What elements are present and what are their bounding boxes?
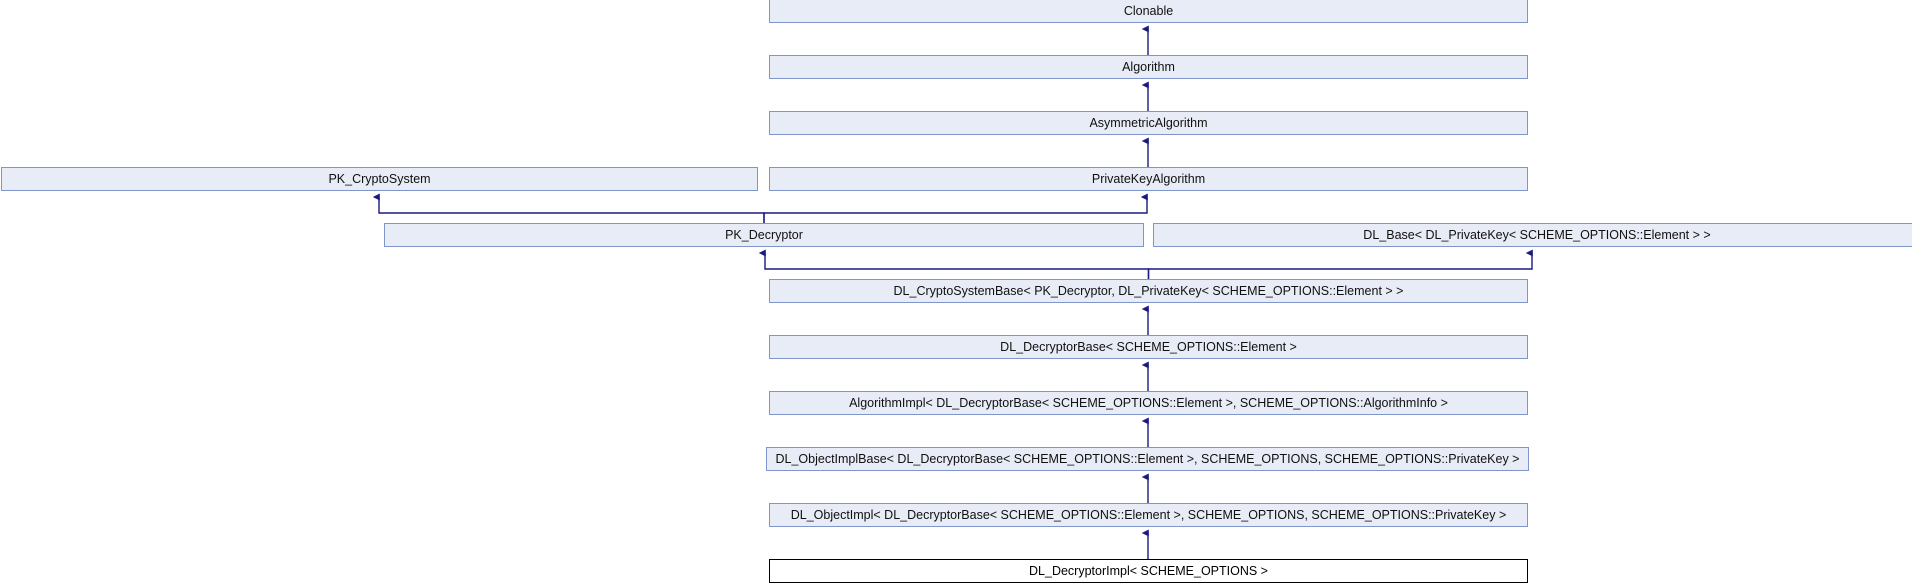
inheritance-arrow-cryptosystembase-to-dlbase bbox=[1147, 249, 1533, 279]
class-node-dl-decryptorbase[interactable]: DL_DecryptorBase< SCHEME_OPTIONS::Elemen… bbox=[769, 335, 1528, 359]
class-node-label: DL_CryptoSystemBase< PK_Decryptor, DL_Pr… bbox=[893, 284, 1404, 298]
inheritance-arrow-decryptor-to-cryptosystem bbox=[372, 193, 765, 223]
class-node-pk-cryptosystem[interactable]: PK_CryptoSystem bbox=[1, 167, 758, 191]
class-node-label: AlgorithmImpl< DL_DecryptorBase< SCHEME_… bbox=[849, 396, 1448, 410]
class-node-label: DL_ObjectImpl< DL_DecryptorBase< SCHEME_… bbox=[790, 508, 1507, 522]
class-node-algorithm[interactable]: Algorithm bbox=[769, 55, 1528, 79]
class-node-label: DL_DecryptorImpl< SCHEME_OPTIONS > bbox=[1029, 564, 1268, 578]
class-node-clonable[interactable]: Clonable bbox=[769, 0, 1528, 23]
class-node-label: DL_Base< DL_PrivateKey< SCHEME_OPTIONS::… bbox=[1363, 228, 1711, 242]
class-node-label: AsymmetricAlgorithm bbox=[1089, 116, 1208, 130]
class-node-label: PrivateKeyAlgorithm bbox=[1091, 172, 1206, 186]
class-node-label: PK_CryptoSystem bbox=[328, 172, 431, 186]
class-node-dl-base[interactable]: DL_Base< DL_PrivateKey< SCHEME_OPTIONS::… bbox=[1153, 223, 1912, 247]
inheritance-arrow-cryptosystembase-to-decryptor bbox=[758, 249, 1150, 279]
inheritance-arrow-decryptor-to-privatekey bbox=[763, 193, 1148, 223]
class-node-label: DL_DecryptorBase< SCHEME_OPTIONS::Elemen… bbox=[1000, 340, 1297, 354]
class-node-label: Algorithm bbox=[1122, 60, 1175, 74]
class-node-label: Clonable bbox=[1123, 4, 1174, 18]
class-node-label: PK_Decryptor bbox=[725, 228, 803, 242]
class-node-algorithmimpl[interactable]: AlgorithmImpl< DL_DecryptorBase< SCHEME_… bbox=[769, 391, 1528, 415]
class-node-dl-cryptosystembase[interactable]: DL_CryptoSystemBase< PK_Decryptor, DL_Pr… bbox=[769, 279, 1528, 303]
class-node-dl-objectimplbase[interactable]: DL_ObjectImplBase< DL_DecryptorBase< SCH… bbox=[766, 447, 1529, 471]
class-node-label: DL_ObjectImplBase< DL_DecryptorBase< SCH… bbox=[775, 452, 1520, 466]
class-node-asymmetric-algorithm[interactable]: AsymmetricAlgorithm bbox=[769, 111, 1528, 135]
class-node-privatekey-algorithm[interactable]: PrivateKeyAlgorithm bbox=[769, 167, 1528, 191]
class-node-dl-decryptorimpl[interactable]: DL_DecryptorImpl< SCHEME_OPTIONS > bbox=[769, 559, 1528, 583]
class-node-pk-decryptor[interactable]: PK_Decryptor bbox=[384, 223, 1144, 247]
class-node-dl-objectimpl[interactable]: DL_ObjectImpl< DL_DecryptorBase< SCHEME_… bbox=[769, 503, 1528, 527]
